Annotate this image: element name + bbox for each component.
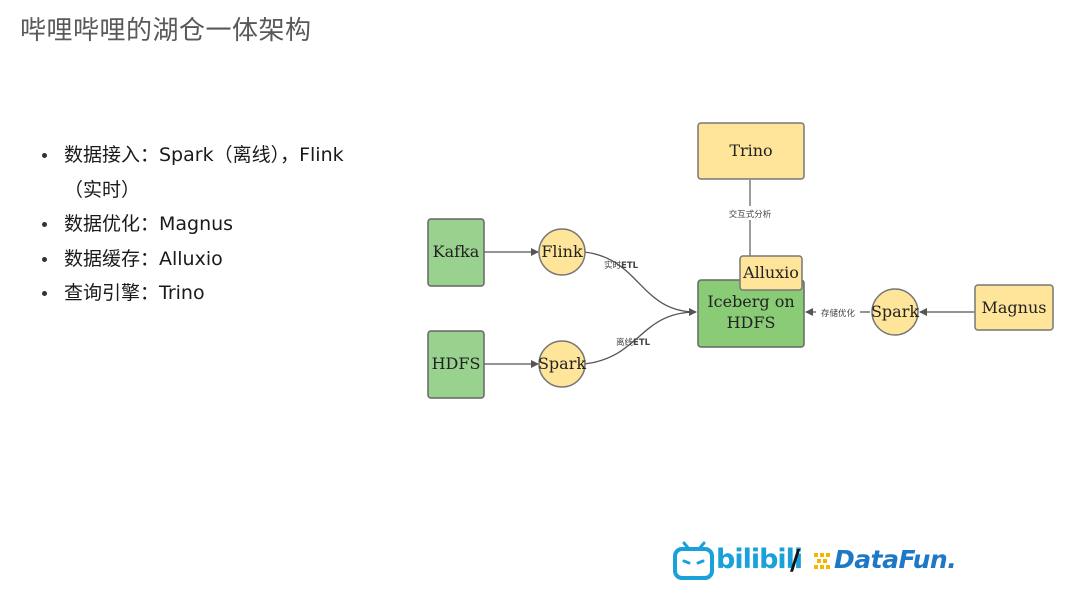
bullet-data-cache: 数据缓存：Alluxio [42,242,344,277]
node-iceberg-label-2: HDFS [727,313,776,332]
edge-flink-iceberg [583,251,697,316]
node-magnus [974,284,1054,331]
node-flink-label: Flink [541,242,583,261]
edge-label-storage-opt: 存储优化 [821,308,856,319]
node-iceberg-label-1: Iceberg on [707,292,794,311]
datafun-stripes-icon [814,553,830,569]
bilibili-logo: bilibili [716,544,803,575]
node-alluxio-label: Alluxio [742,263,799,282]
node-flink [538,228,586,276]
node-hdfs-label: HDFS [432,354,481,373]
page-title: 哔哩哔哩的湖仓一体架构 [20,16,312,46]
node-spark-left-label: Spark [538,354,586,373]
node-spark-right [871,288,919,336]
node-kafka-label: Kafka [433,242,480,261]
node-magnus-label: Magnus [982,298,1047,317]
node-alluxio [739,255,803,291]
edge-spark-iceberg [583,311,697,365]
node-spark-left [538,340,586,388]
bilibili-tv-icon [673,541,714,580]
node-kafka [427,218,485,287]
node-trino-label: Trino [729,141,772,160]
bullet-data-optimize: 数据优化：Magnus [42,207,344,242]
bullet-data-ingest: 数据接入：Spark（离线），Flink（实时） [42,138,344,207]
node-hdfs [427,330,485,399]
edge-label-offline: 离线ETL [616,337,651,348]
node-spark-right-label: Spark [871,302,919,321]
bullet-list: 数据接入：Spark（离线），Flink（实时） 数据优化：Magnus 数据缓… [42,138,344,311]
logo-separator: / [790,543,801,576]
edge-label-realtime: 实时ETL [604,260,639,271]
edge-label-interactive: 交互式分析 [729,209,772,220]
node-trino [697,122,805,180]
datafun-logo: DataFun. [834,545,957,574]
bullet-query-engine: 查询引擎：Trino [42,276,344,311]
